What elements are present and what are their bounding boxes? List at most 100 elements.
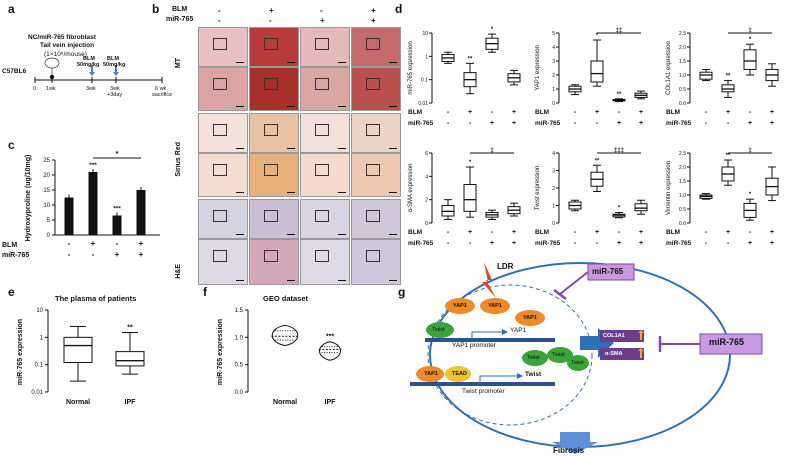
y-tick-label: 3	[552, 169, 555, 175]
yap1-gene-label: YAP1	[510, 327, 527, 334]
y-tick-label: 1.5	[235, 308, 244, 314]
scale-bar	[287, 105, 295, 107]
panel-a-strain: C57BL6	[2, 68, 27, 75]
mir-sign: -	[447, 240, 450, 247]
scale-bar	[389, 147, 397, 149]
histology-image	[351, 113, 401, 153]
blm-sign: +	[139, 239, 144, 248]
blm-sign: +	[91, 239, 96, 248]
blm-sign: -	[574, 109, 577, 116]
histology-image	[198, 153, 248, 197]
histology-image	[249, 27, 299, 67]
scale-bar	[338, 279, 346, 281]
panel-letter-e: e	[8, 285, 15, 299]
bar	[136, 190, 146, 235]
mir765-top-label: miR-765	[592, 267, 624, 276]
zoom-region-box	[264, 38, 278, 50]
histology-image	[198, 113, 248, 153]
twist-protein-2	[522, 350, 548, 366]
y-tick-label: 5	[47, 218, 51, 224]
y-tick-label: 0.0	[679, 221, 686, 227]
y-tick-label: 1	[552, 87, 555, 93]
mir-label: miR-765	[535, 240, 561, 247]
significance-label: *	[469, 160, 472, 166]
histology-image	[198, 199, 248, 239]
zoom-region-box	[366, 78, 380, 90]
panel-a-t0: 0	[33, 86, 37, 92]
zoom-region-box	[315, 124, 329, 136]
y-tick-label: 0.5	[679, 207, 686, 213]
panel-a-t6: 6 wk	[155, 86, 167, 92]
mir-sign: -	[574, 120, 577, 127]
panel-a-title-2: Tail vein injection	[40, 42, 95, 49]
y-axis-label: Vimentin expression	[666, 161, 672, 215]
yap1-promoter-label: YAP1 promoter	[452, 342, 496, 349]
histology-image	[249, 67, 299, 111]
significance-bracket-label: ‡	[490, 148, 493, 154]
zoom-region-box	[264, 78, 278, 90]
scale-bar	[389, 233, 397, 235]
blm-sign: -	[749, 229, 752, 236]
mir-sign: -	[705, 120, 708, 127]
zoom-region-box	[213, 164, 227, 176]
significance-label: **	[468, 56, 473, 62]
y-tick-label: 0.5	[679, 87, 686, 93]
histology-image	[300, 27, 350, 67]
histology-image	[300, 67, 350, 111]
panel-c-mir-label: miR-765	[2, 252, 30, 259]
tead-label: TEAD	[452, 371, 467, 377]
mir-sign: -	[68, 250, 71, 259]
y-tick-label: 0.0	[235, 390, 244, 396]
histology-image	[198, 67, 248, 111]
mir-sign: +	[617, 120, 621, 127]
yap1-label-2: YAP1	[488, 303, 502, 309]
zoom-region-box	[213, 250, 227, 262]
y-tick-label: 15	[43, 188, 50, 194]
zoom-region-box	[366, 124, 380, 136]
mir-sign: -	[92, 250, 95, 259]
panel-a-title-1: NC/miR-765 fibroblast	[28, 34, 96, 41]
zoom-region-box	[366, 164, 380, 176]
col1a1-label: COL1A1	[603, 333, 625, 339]
y-tick-label: 2	[552, 73, 555, 79]
y-tick-label: 0	[552, 101, 555, 107]
y-tick-label: 0	[552, 221, 555, 227]
panel-b-blm-sign: +	[371, 6, 376, 15]
blm-sign: +	[639, 109, 643, 116]
significance-label: ***	[89, 162, 97, 169]
y-tick-label: 2.5	[679, 151, 686, 157]
blm-sign: +	[468, 109, 472, 116]
mir-sign: +	[617, 240, 621, 247]
panel-a-t3b-2: +3day	[107, 92, 123, 98]
blm-sign: -	[491, 229, 494, 236]
bar	[64, 197, 74, 235]
significance-bracket-label: ‡	[748, 148, 751, 154]
histology-image	[351, 67, 401, 111]
blm-sign: +	[726, 229, 730, 236]
blm-sign: -	[574, 229, 577, 236]
blm-sign: -	[749, 109, 752, 116]
yap1-protein-2	[480, 298, 510, 314]
zoom-region-box	[264, 250, 278, 262]
twist-promoter-label: Twist promoter	[462, 388, 505, 395]
histology-image	[351, 199, 401, 239]
significance-label: **	[127, 325, 133, 332]
mir-sign: -	[447, 120, 450, 127]
yap1-label-1: YAP1	[453, 303, 467, 309]
mechanism-diagram	[410, 262, 763, 454]
panel-b-mir-sign: -	[218, 16, 221, 25]
y-tick-label: 1	[425, 54, 428, 60]
y-tick-label: 25	[43, 158, 50, 164]
y-axis-label: COL1A1 expression	[666, 41, 672, 95]
mir-sign: +	[115, 250, 120, 259]
blm-sign: -	[618, 109, 621, 116]
blm-sign: -	[705, 109, 708, 116]
panel-letter-b: b	[152, 2, 160, 16]
panel-letter-c: c	[8, 138, 15, 152]
blm-sign: +	[468, 229, 472, 236]
significance-bracket-label: *	[116, 151, 119, 158]
panel-b-blm-sign: -	[218, 6, 221, 15]
box	[463, 184, 477, 212]
zoom-region-box	[264, 164, 278, 176]
